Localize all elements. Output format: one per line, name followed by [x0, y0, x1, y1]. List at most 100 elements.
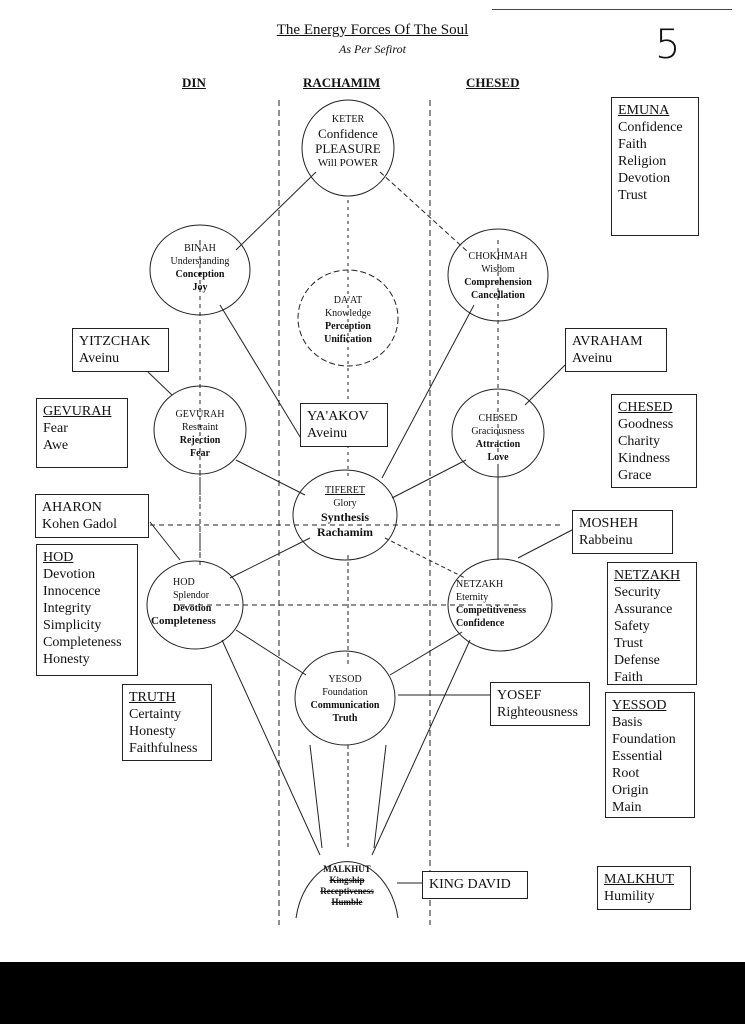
- circle-keter: [301, 99, 395, 197]
- path-hod-malkhut: [221, 639, 321, 856]
- node-tiferet: TIFERET Glory Synthesis Rachamim: [293, 484, 397, 540]
- node-hod-line3: Devotion: [173, 603, 212, 614]
- node-malkhut-name: MALKHUT: [323, 864, 371, 874]
- path-keter-binah: [235, 171, 317, 251]
- emuna-item: Faith: [618, 137, 647, 152]
- column-heading-rachamim: RACHAMIM: [303, 75, 381, 90]
- node-hod-line2: Splendor: [173, 590, 210, 601]
- emuna-item: Trust: [618, 188, 648, 203]
- figure-box-king-david: KING DAVID: [422, 871, 528, 899]
- path-hod-yesod: [235, 629, 307, 676]
- path-chokhmah-tiferet: [381, 304, 475, 479]
- mosheh-title: Rabbeinu: [579, 533, 633, 548]
- netzakh-item: Assurance: [614, 602, 673, 617]
- gevurah-item: Fear: [43, 421, 68, 436]
- node-keter-line2: Confidence: [318, 126, 378, 141]
- connector-yitzchak: [147, 371, 173, 396]
- yessod-heading: YESSOD: [612, 698, 667, 713]
- connector-mosheh: [517, 529, 573, 559]
- path-yesod-malkhut-3: [373, 744, 387, 849]
- circle-chesed: [451, 388, 545, 478]
- malkhut-item: Humility: [604, 889, 655, 904]
- aharon-title: Kohen Gadol: [42, 517, 118, 532]
- path-gevurah-tiferet: [235, 459, 306, 496]
- node-chokhmah-name: CHOKHMAH: [468, 251, 528, 262]
- truth-item: Certainty: [129, 707, 182, 722]
- path-tiferet-hod: [229, 537, 311, 579]
- node-binah-line3: Conception: [175, 269, 225, 280]
- attribute-box-netzakh: NETZAKH Security Assurance Safety Trust …: [607, 562, 697, 685]
- chesed-item: Kindness: [618, 451, 671, 466]
- yessod-item: Essential: [612, 749, 663, 764]
- node-chokhmah: CHOKHMAH Wisdom Comprehension Cancellati…: [448, 250, 548, 302]
- node-daat-name: DA'AT: [333, 295, 363, 306]
- circle-tiferet: [292, 469, 398, 561]
- node-yesod-line4: Truth: [332, 713, 358, 724]
- page-subtitle: As Per Sefirot: [339, 42, 406, 56]
- node-yesod: YESOD Foundation Communication Truth: [293, 673, 397, 725]
- path-netzakh-yesod: [389, 631, 463, 676]
- node-gevurah-line3: Rejection: [179, 435, 221, 446]
- path-tiferet-netzakh: [384, 537, 466, 579]
- yaakov-name: YA'AKOV: [307, 409, 369, 424]
- node-binah-line4: Joy: [192, 282, 208, 293]
- node-tiferet-line2: Glory: [333, 498, 357, 509]
- node-chesed-line3: Attraction: [475, 439, 521, 450]
- node-tiferet-line4: Rachamim: [317, 525, 373, 539]
- yessod-item: Basis: [612, 715, 643, 730]
- yitzchak-name: YITZCHAK: [79, 334, 151, 349]
- emuna-item: Confidence: [618, 120, 683, 135]
- node-daat-line4: Unification: [324, 334, 372, 345]
- attribute-box-chesed: CHESED Goodness Charity Kindness Grace: [611, 394, 697, 488]
- node-yesod-line2: Foundation: [322, 687, 368, 698]
- node-chokhmah-line4: Cancellation: [471, 290, 525, 301]
- node-keter-name: KETER: [331, 114, 365, 125]
- gevurah-item: Awe: [43, 438, 69, 453]
- avraham-title: Aveinu: [572, 351, 613, 366]
- connector-aharon: [149, 521, 181, 561]
- attribute-box-yessod: YESSOD Basis Foundation Essential Root O…: [605, 692, 695, 818]
- node-daat-line3: Perception: [325, 321, 371, 332]
- node-daat-line2: Knowledge: [324, 308, 372, 319]
- node-malkhut: MALKHUT Kingship Receptiveness Humble: [296, 864, 398, 908]
- circle-netzakh: [447, 558, 553, 652]
- hod-item: Completeness: [43, 635, 122, 650]
- circle-yesod: [294, 650, 396, 746]
- yessod-item: Root: [612, 766, 640, 781]
- page-title: The Energy Forces Of The Soul: [276, 22, 469, 38]
- node-gevurah: GEVURAH Restraint Rejection Fear: [150, 408, 250, 460]
- node-chesed-line2: Graciousness: [471, 426, 525, 437]
- netzakh-item: Security: [614, 585, 661, 600]
- aharon-name: AHARON: [42, 500, 102, 515]
- node-hod-name: HOD: [173, 577, 195, 588]
- hod-item: Simplicity: [43, 618, 102, 633]
- chesed-item: Grace: [618, 468, 652, 483]
- node-netzakh-name: NETZAKH: [456, 579, 504, 590]
- node-yesod-name: YESOD: [328, 674, 362, 685]
- circle-hod: [146, 560, 244, 650]
- circle-daat: [297, 269, 399, 367]
- node-hod-line4: Completeness: [151, 615, 216, 627]
- node-yesod-line3: Communication: [310, 700, 380, 711]
- netzakh-item: Defense: [614, 653, 660, 668]
- yaakov-title: Aveinu: [307, 426, 348, 441]
- hod-item: Innocence: [43, 584, 101, 599]
- attribute-box-truth: TRUTH Certainty Honesty Faithfulness: [122, 684, 212, 761]
- netzakh-item: Faith: [614, 670, 643, 685]
- path-netzakh-malkhut: [371, 639, 471, 856]
- attribute-box-emuna: EMUNA Confidence Faith Religion Devotion…: [611, 97, 699, 236]
- node-netzakh-line4: Confidence: [456, 618, 505, 629]
- yosef-name: YOSEF: [497, 688, 542, 703]
- avraham-name: AVRAHAM: [572, 334, 643, 349]
- truth-item: Honesty: [129, 724, 176, 739]
- circle-malkhut: [295, 861, 399, 919]
- node-chesed: CHESED Graciousness Attraction Love: [448, 412, 548, 464]
- node-tiferet-name: TIFERET: [325, 485, 365, 496]
- page-number: 5: [655, 22, 681, 68]
- yitzchak-title: Aveinu: [79, 351, 120, 366]
- hod-item: Honesty: [43, 652, 90, 667]
- node-netzakh: NETZAKH Eternity Competitiveness Confide…: [456, 578, 566, 630]
- attribute-box-gevurah: GEVURAH Fear Awe: [36, 398, 128, 468]
- scan-bottom-edge: [0, 962, 745, 1024]
- node-daat: DA'AT Knowledge Perception Unification: [298, 294, 398, 346]
